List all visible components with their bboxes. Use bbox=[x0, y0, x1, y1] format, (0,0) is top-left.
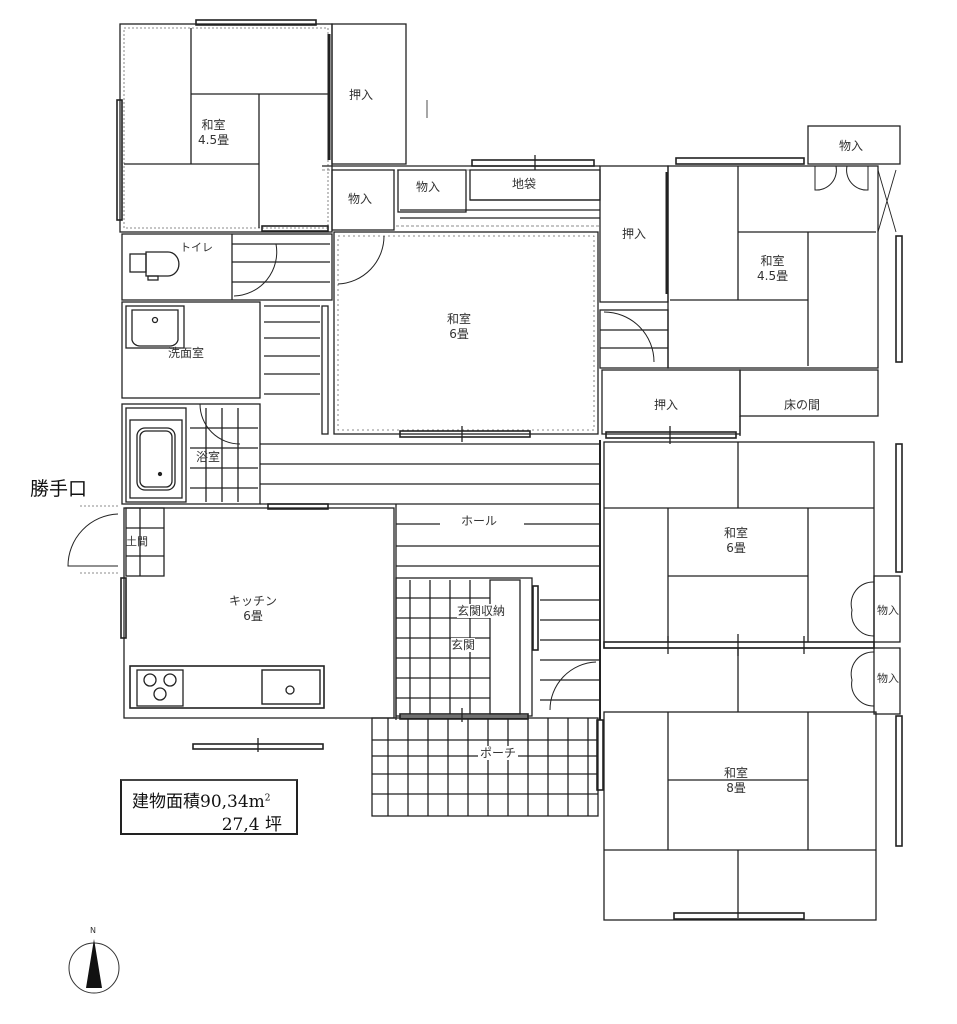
toilet-room-outline bbox=[121, 233, 333, 301]
label-senmenshitsu: 洗面室 bbox=[168, 346, 205, 360]
label-service-entrance: 勝手口 bbox=[30, 478, 88, 500]
north-label: N bbox=[90, 926, 96, 935]
label-oshiire-east: 押入 bbox=[654, 398, 679, 412]
label-genkan-storage: 玄関収納 bbox=[457, 604, 506, 618]
porch-outline bbox=[371, 717, 604, 817]
label-tokonoma: 床の間 bbox=[784, 398, 821, 412]
bathroom-outline bbox=[121, 403, 261, 505]
label-monoire-1: 物入 bbox=[348, 192, 373, 206]
room-size: 4.5畳 bbox=[198, 133, 230, 147]
building-area-sqm: 建物面積90,34m2 bbox=[132, 787, 271, 812]
room-name: 和室 bbox=[724, 526, 749, 540]
label-washitsu-e6: 和室 6畳 bbox=[724, 526, 748, 556]
room-washitsu-e6-outline bbox=[603, 441, 903, 715]
label-yokushitsu: 浴室 bbox=[196, 450, 221, 464]
area-label: 建物面積 bbox=[132, 792, 200, 812]
area-sqm-sup: 2 bbox=[264, 793, 271, 804]
doma-outline bbox=[67, 505, 165, 639]
room-size: 8畳 bbox=[726, 781, 746, 795]
oshiire-tokonoma-outline bbox=[601, 369, 879, 444]
label-washitsu-center: 和室 6畳 bbox=[447, 312, 471, 342]
label-kitchen: キッチン 6畳 bbox=[229, 594, 277, 624]
building-area-tsubo: 27,4 坪 bbox=[221, 815, 282, 835]
label-washitsu-se: 和室 8畳 bbox=[724, 766, 748, 796]
label-oshiire-ne: 押入 bbox=[622, 227, 647, 241]
room-name: 和室 bbox=[760, 254, 785, 268]
washroom-outline bbox=[121, 301, 329, 435]
room-name: キッチン bbox=[229, 594, 278, 608]
label-genkan: 玄関 bbox=[451, 638, 476, 652]
room-name: 和室 bbox=[724, 766, 749, 780]
room-washitsu-nw-outline bbox=[116, 19, 407, 233]
label-jibukuro: 地袋 bbox=[512, 177, 537, 191]
label-monoire-e1: 物入 bbox=[877, 604, 899, 617]
building-area-box: 建物面積90,34m2 27,4 坪 bbox=[120, 779, 298, 835]
room-washitsu-center-outline bbox=[333, 231, 599, 442]
label-monoire-2: 物入 bbox=[416, 180, 441, 194]
north-arrow-icon bbox=[68, 939, 120, 994]
label-porch: ポーチ bbox=[478, 746, 519, 760]
label-monoire-ne: 物入 bbox=[839, 139, 864, 153]
room-washitsu-ne-outline bbox=[599, 125, 903, 369]
room-size: 4.5畳 bbox=[757, 269, 789, 283]
area-sqm-unit: m bbox=[248, 792, 265, 812]
label-washitsu-nw: 和室 4.5畳 bbox=[198, 118, 229, 148]
area-sqm-value: 90,34 bbox=[200, 792, 249, 812]
label-oshiire-nw: 押入 bbox=[349, 88, 374, 102]
room-size: 6畳 bbox=[449, 327, 469, 341]
label-monoire-e2: 物入 bbox=[877, 672, 899, 685]
label-hall: ホール bbox=[458, 514, 501, 528]
kitchen-outline bbox=[123, 503, 395, 752]
room-washitsu-se-outline bbox=[603, 648, 903, 921]
room-name: 和室 bbox=[201, 118, 226, 132]
label-washitsu-ne: 和室 4.5畳 bbox=[757, 254, 788, 284]
label-doma: 土間 bbox=[126, 535, 148, 548]
room-size: 6畳 bbox=[726, 541, 746, 555]
genkan-outline bbox=[395, 577, 600, 722]
label-toilet: トイレ bbox=[180, 241, 213, 254]
room-size: 6畳 bbox=[243, 609, 263, 623]
room-name: 和室 bbox=[447, 312, 472, 326]
storage-row bbox=[322, 155, 601, 231]
